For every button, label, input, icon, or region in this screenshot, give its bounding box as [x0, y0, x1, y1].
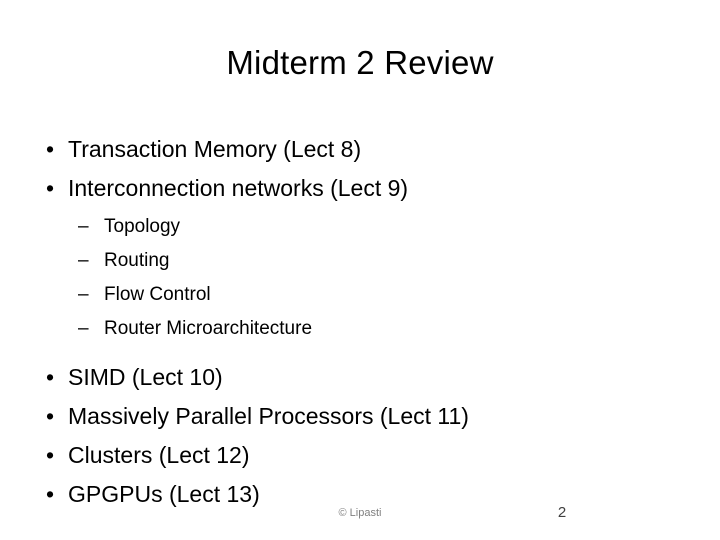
bullet-dash-icon: – — [78, 318, 89, 339]
bullet-dot-icon: • — [46, 175, 55, 201]
bullet-dot-icon: • — [46, 136, 55, 162]
page-number: 2 — [557, 504, 567, 521]
bullet-dash-icon: – — [78, 284, 89, 305]
list-item: • Transaction Memory (Lect 8) — [44, 130, 680, 169]
list-item-label: Routing — [104, 250, 170, 271]
list-item: • Interconnection networks (Lect 9) — [44, 169, 680, 208]
list-item: – Routing — [44, 244, 680, 278]
list-item-label: Flow Control — [104, 284, 211, 305]
bullet-dash-icon: – — [78, 250, 89, 271]
list-item-label: SIMD (Lect 10) — [68, 364, 223, 390]
list-item-label: GPGPUs (Lect 13) — [68, 481, 260, 507]
list-item-label: Router Microarchitecture — [104, 318, 313, 339]
slide-body: • Transaction Memory (Lect 8) • Intercon… — [44, 130, 680, 514]
bullet-dot-icon: • — [46, 403, 55, 429]
list-item: • Massively Parallel Processors (Lect 11… — [44, 397, 680, 436]
list-item-label: Clusters (Lect 12) — [68, 442, 250, 468]
bullet-dash-icon: – — [78, 216, 89, 237]
list-item: – Router Microarchitecture — [44, 312, 680, 346]
bullet-dot-icon: • — [46, 442, 55, 468]
list-item-label: Transaction Memory (Lect 8) — [68, 136, 362, 162]
footer-copyright: © Lipasti — [338, 507, 382, 519]
list-item: – Flow Control — [44, 278, 680, 312]
list-item-label: Massively Parallel Processors (Lect 11) — [68, 403, 469, 429]
list-item-label: Topology — [104, 216, 181, 237]
list-item-label: Interconnection networks (Lect 9) — [68, 175, 409, 201]
list-item: • SIMD (Lect 10) — [44, 358, 680, 397]
page-title: Midterm 2 Review — [226, 44, 494, 81]
list-item: • GPGPUs (Lect 13) — [44, 475, 680, 514]
sub-bullet-list: – Topology – Routing – Flow Control – Ro… — [44, 210, 680, 346]
bullet-list-top: • Transaction Memory (Lect 8) • Intercon… — [44, 130, 680, 208]
bullet-dot-icon: • — [46, 481, 55, 507]
list-spacer — [44, 350, 680, 358]
bullet-list-bottom: • SIMD (Lect 10) • Massively Parallel Pr… — [44, 358, 680, 514]
bullet-dot-icon: • — [46, 364, 55, 390]
list-item: • Clusters (Lect 12) — [44, 436, 680, 475]
list-item: – Topology — [44, 210, 680, 244]
